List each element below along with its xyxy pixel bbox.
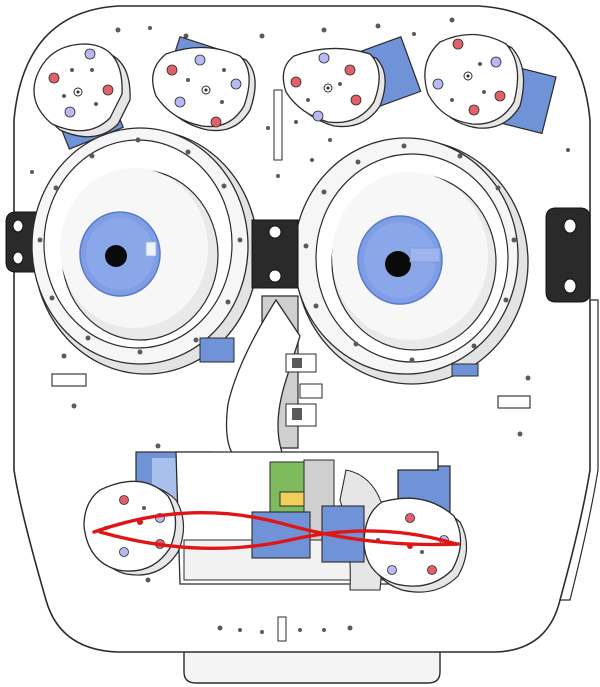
center-bracket bbox=[251, 219, 299, 289]
slot bbox=[277, 616, 287, 642]
slot bbox=[51, 373, 87, 387]
left-eye bbox=[5, 127, 259, 375]
right-pupil bbox=[385, 251, 411, 277]
slot bbox=[273, 89, 283, 161]
lip-wires bbox=[92, 511, 460, 551]
eyebrow-servo-2 bbox=[152, 35, 256, 132]
eyebrow-servo-4 bbox=[424, 33, 557, 135]
right-eye bbox=[293, 137, 591, 385]
eyebrow-servo-3 bbox=[282, 36, 422, 128]
slot bbox=[497, 395, 531, 409]
left-lip-servo bbox=[83, 480, 185, 576]
eyebrow-servo-1 bbox=[33, 43, 131, 150]
left-pupil bbox=[105, 245, 127, 267]
nose-bracket bbox=[225, 295, 323, 463]
right-lip-servo bbox=[363, 497, 468, 593]
